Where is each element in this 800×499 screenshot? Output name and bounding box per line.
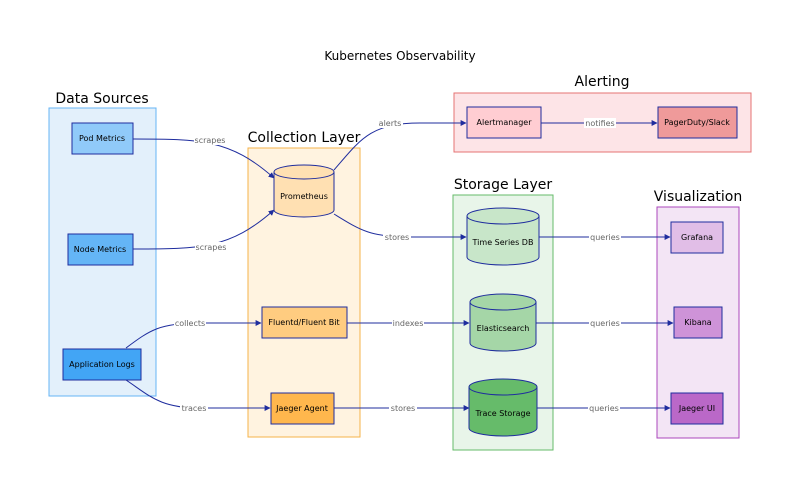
edge-label-indexes: indexes [393, 319, 424, 328]
node-jaeger-agent[interactable]: Jaeger Agent [270, 392, 335, 425]
node-prometheus[interactable]: Prometheus [273, 164, 335, 218]
edge-labels: scrapes scrapes collects traces alerts n… [174, 118, 621, 413]
node-label-node-metrics: Node Metrics [74, 245, 126, 254]
node-label-prometheus: Prometheus [280, 192, 328, 201]
node-label-trace-storage: Trace Storage [474, 409, 530, 418]
edges [125, 120, 674, 411]
edge-label-traces: traces [182, 404, 207, 413]
diagram-title: Kubernetes Observability [324, 49, 475, 63]
node-trace-storage[interactable]: Trace Storage [468, 378, 538, 437]
edge-label-stores-prom: stores [385, 233, 409, 242]
node-label-kibana: Kibana [684, 318, 712, 327]
node-label-time-series-db: Time Series DB [472, 238, 534, 247]
node-fluentd[interactable]: Fluentd/Fluent Bit [261, 306, 348, 339]
node-label-fluentd: Fluentd/Fluent Bit [268, 318, 339, 327]
edge-label-scrapes-node: scrapes [196, 243, 227, 252]
group-label-alerting: Alerting [575, 74, 630, 90]
node-pod-metrics[interactable]: Pod Metrics [71, 122, 134, 155]
edge-label-notifies: notifies [585, 119, 614, 128]
node-node-metrics[interactable]: Node Metrics [67, 233, 134, 266]
edge-label-stores-jaeger: stores [391, 404, 415, 413]
group-label-visualization: Visualization [654, 189, 742, 205]
node-label-jaeger-agent: Jaeger Agent [275, 404, 328, 413]
node-label-pod-metrics: Pod Metrics [79, 134, 125, 143]
node-label-pagerduty-slack: PagerDuty/Slack [664, 118, 730, 127]
group-label-storage-layer: Storage Layer [454, 177, 553, 193]
edge-label-queries-jaeger: queries [589, 404, 619, 413]
group-data-sources: Data Sources [48, 91, 157, 397]
node-alertmanager[interactable]: Alertmanager [466, 106, 542, 139]
group-label-collection-layer: Collection Layer [248, 130, 361, 146]
node-kibana[interactable]: Kibana [673, 306, 723, 339]
edge-label-collects: collects [175, 319, 205, 328]
node-label-jaeger-ui: Jaeger UI [678, 404, 715, 413]
node-label-alertmanager: Alertmanager [477, 118, 533, 127]
edge-alerts [333, 120, 467, 171]
node-elasticsearch[interactable]: Elasticsearch [469, 293, 537, 352]
group-label-data-sources: Data Sources [55, 91, 148, 107]
node-time-series-db[interactable]: Time Series DB [466, 207, 540, 266]
node-label-application-logs: Application Logs [69, 360, 135, 369]
edge-label-queries-kibana: queries [590, 319, 620, 328]
node-grafana[interactable]: Grafana [670, 221, 724, 254]
node-jaeger-ui[interactable]: Jaeger UI [670, 392, 724, 425]
node-application-logs[interactable]: Application Logs [62, 348, 142, 381]
edge-label-queries-grafana: queries [590, 233, 620, 242]
edge-label-scrapes-pod: scrapes [195, 136, 226, 145]
edge-label-alerts: alerts [379, 119, 402, 128]
node-label-elasticsearch: Elasticsearch [477, 324, 530, 333]
node-label-grafana: Grafana [681, 233, 713, 242]
node-pagerduty-slack[interactable]: PagerDuty/Slack [657, 106, 738, 139]
